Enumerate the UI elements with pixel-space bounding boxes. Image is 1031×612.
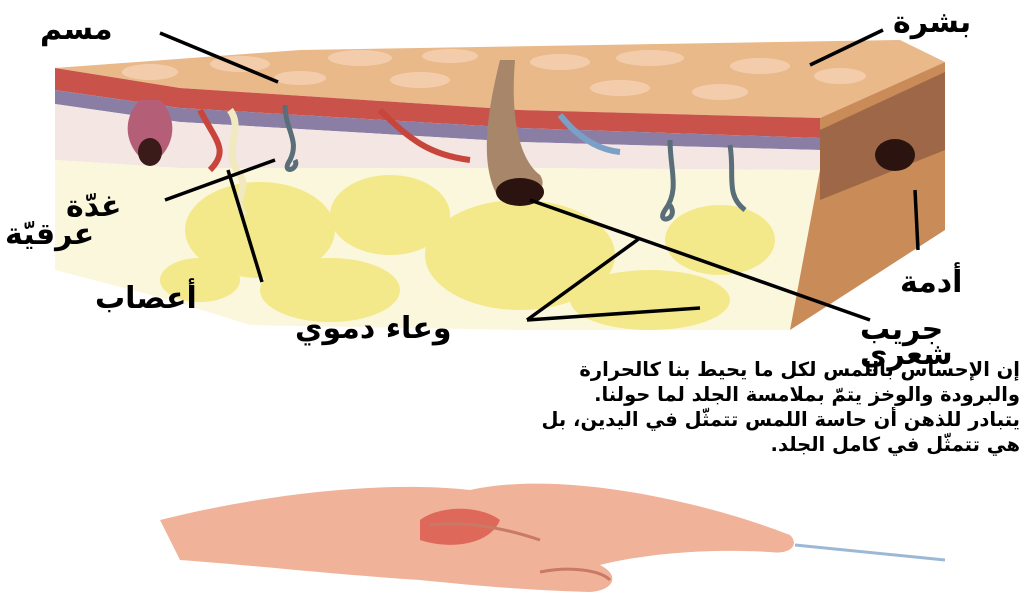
label-epidermis: بشرة xyxy=(893,6,971,40)
hand-illustration xyxy=(160,484,945,592)
paragraph-line: والبرودة والوخز يتمّ بملامسة الجلد لما ح… xyxy=(292,382,1020,407)
paragraph-line: هي تتمثّل في كامل الجلد. xyxy=(292,432,1020,457)
label-blood-vessel: وعاء دموي xyxy=(295,312,451,346)
paragraph-line: إن الإحساس باللمس لكل ما يحيط بنا كالحرا… xyxy=(292,357,1020,382)
description-paragraph: إن الإحساس باللمس لكل ما يحيط بنا كالحرا… xyxy=(292,357,1020,457)
label-pore: مسم xyxy=(40,13,113,47)
label-sweat-gland-2: عرقيّة xyxy=(5,218,94,252)
label-dermis: أدمة xyxy=(900,266,962,300)
paragraph-line: يتبادر للذهن أن حاسة اللمس تتمثّل في الي… xyxy=(292,407,1020,432)
label-nerves: أعصاب xyxy=(95,282,197,316)
